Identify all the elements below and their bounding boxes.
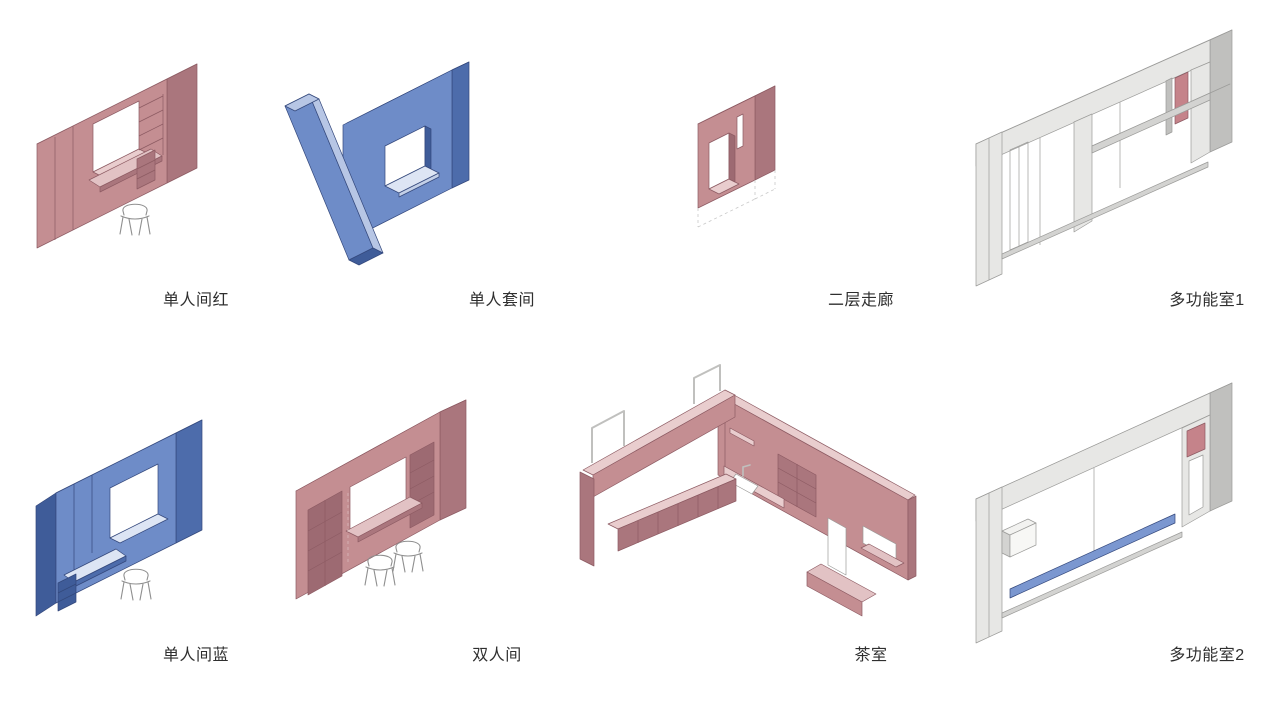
single-room-red-drawing — [36, 63, 198, 249]
unit-double-room — [288, 393, 500, 631]
top-beam — [975, 392, 1211, 522]
angled-wing — [284, 93, 384, 266]
multifunction-room-1-label: 多功能室1 — [1169, 292, 1245, 309]
blue-sill-band — [1009, 513, 1176, 599]
column-opening — [1188, 454, 1204, 516]
main-wall — [342, 61, 470, 244]
faucet — [742, 464, 751, 477]
cabinet-body — [35, 419, 203, 617]
unit-single-room-red — [33, 60, 233, 265]
single-suite-label: 单人套间 — [468, 292, 536, 309]
multifunction-room-2-label: 多功能室2 — [1169, 647, 1245, 664]
bench-shelf — [1091, 83, 1231, 154]
double-room-drawing — [295, 399, 467, 600]
left-end-cap — [35, 492, 57, 617]
unit-multifunction-room-2 — [970, 381, 1262, 649]
middle-column — [1073, 113, 1093, 233]
side-shelf — [1001, 518, 1037, 558]
sink-counter — [723, 464, 785, 509]
door-frame-left — [591, 410, 625, 463]
single-room-blue-label: 单人间蓝 — [162, 647, 230, 664]
desk — [57, 548, 127, 612]
tea-room-drawing — [579, 364, 917, 617]
lower-cabinets — [607, 473, 737, 552]
bottom-rail — [1001, 531, 1183, 619]
right-column — [1190, 61, 1211, 164]
double-room-label: 双人间 — [472, 647, 522, 664]
chair-sketch-2 — [392, 540, 424, 573]
chair-sketch — [120, 568, 152, 601]
left-shelf-tower — [307, 490, 343, 596]
open-shelf-grid — [777, 453, 817, 518]
chair-sketch — [119, 203, 151, 236]
red-accent-panel — [1186, 422, 1206, 458]
tea-room-label: 茶室 — [854, 647, 888, 664]
ghost-outline — [697, 170, 776, 228]
second-floor-corridor-label: 二层走廊 — [827, 292, 895, 309]
opening-sill — [708, 178, 740, 195]
single-room-blue-drawing — [35, 419, 203, 617]
window-bench — [860, 543, 905, 568]
opening-reveal — [728, 132, 736, 183]
wall-end-panel — [579, 471, 595, 567]
cabinet-body — [36, 63, 198, 249]
wall-shelf — [729, 427, 755, 447]
unit-single-room-blue — [28, 413, 228, 628]
red-accent-panel — [1174, 71, 1189, 125]
unit-tea-room — [578, 364, 923, 640]
unit-single-suite — [273, 58, 493, 270]
second-floor-corridor-drawing — [697, 85, 776, 228]
desk — [88, 148, 163, 193]
window-sill — [109, 513, 169, 544]
right-wall — [717, 389, 917, 581]
door-panel — [827, 517, 847, 576]
unit-second-floor-corridor — [685, 85, 795, 235]
multifunction-room-1-drawing — [975, 29, 1233, 287]
right-shelf-tower — [409, 441, 435, 529]
single-room-red-label: 单人间红 — [162, 292, 230, 309]
chair-sketch-1 — [364, 554, 396, 587]
cabinet-detail-lines — [54, 94, 164, 240]
bottom-rail — [1001, 161, 1209, 260]
unit-multifunction-room-1 — [970, 28, 1262, 290]
left-wall — [579, 364, 737, 567]
door-frame-corner — [693, 364, 721, 404]
frame-structure — [975, 382, 1233, 644]
frame-structure — [975, 29, 1233, 287]
corner-bench — [806, 563, 877, 617]
desk-bench — [345, 496, 423, 543]
mullion — [1165, 77, 1173, 136]
multifunction-room-2-drawing — [975, 382, 1233, 644]
tall-window-frame — [1009, 141, 1029, 251]
wing-end-cap — [284, 93, 320, 112]
corridor-frame — [697, 85, 776, 209]
window-reveal — [424, 125, 432, 170]
single-suite-drawing — [284, 61, 470, 266]
